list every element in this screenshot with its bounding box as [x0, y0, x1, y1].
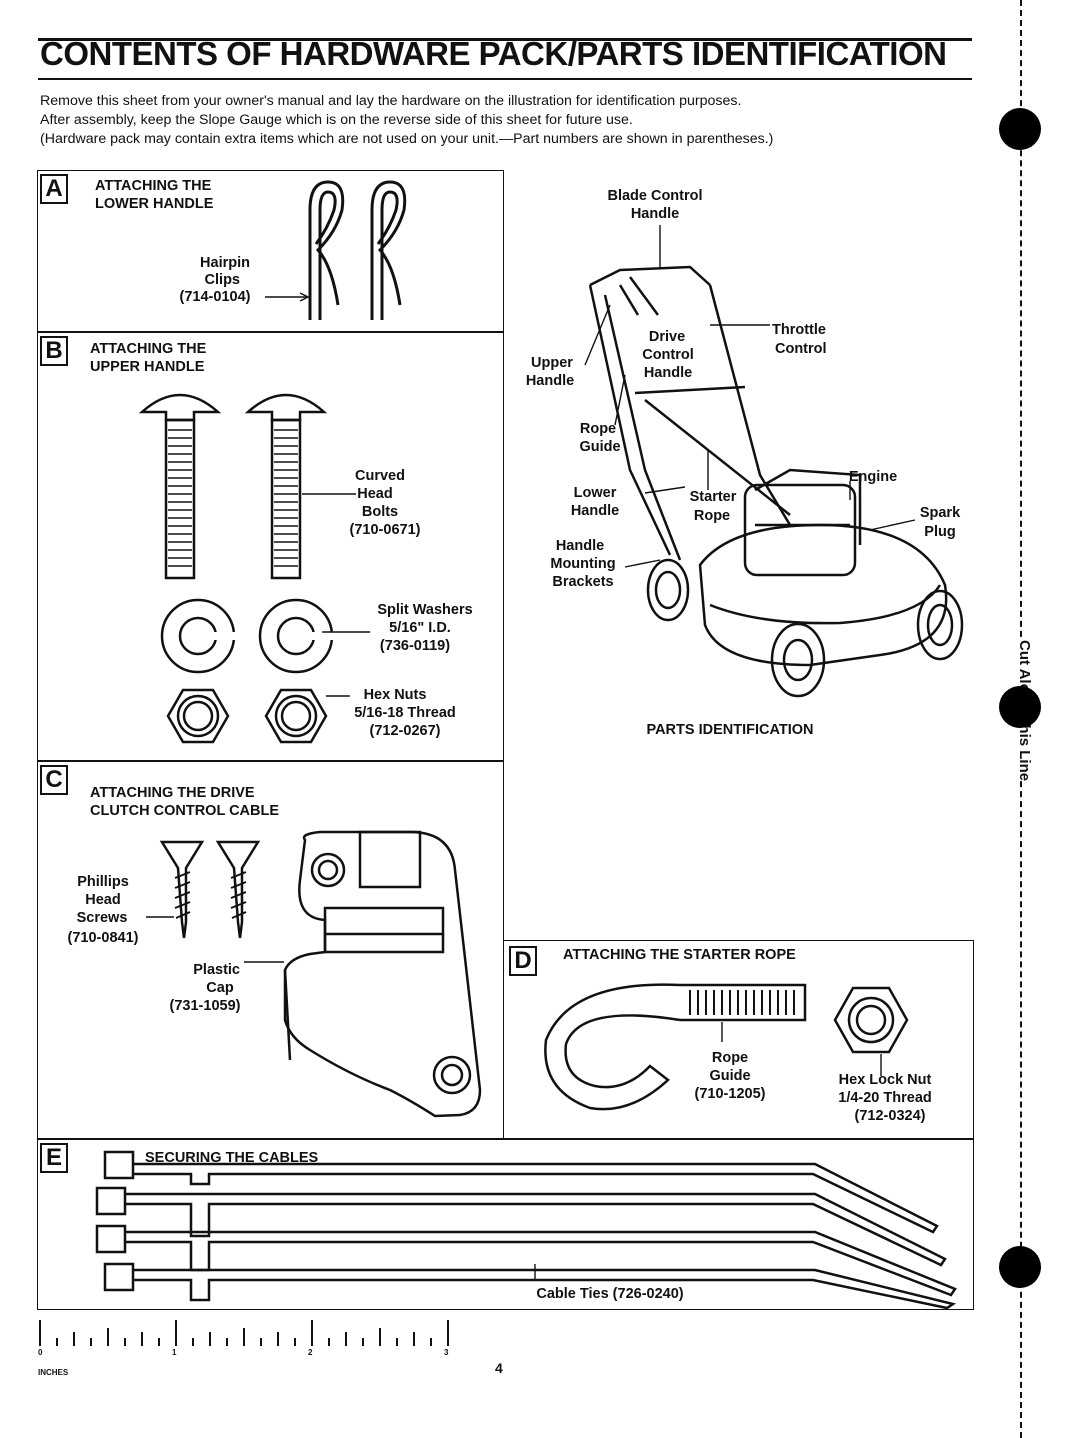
label-brackets-1: Handle — [555, 538, 605, 554]
page-title: CONTENTS OF HARDWARE PACK/PARTS IDENTIFI… — [40, 35, 947, 72]
hairpin-clips-illustration — [265, 180, 407, 320]
section-e-box — [37, 1138, 974, 1310]
label-lower-1: Lower — [573, 485, 617, 501]
intro-line-2: After assembly, keep the Slope Gauge whi… — [40, 112, 633, 128]
rope-guide-label-1: Rope — [711, 1050, 749, 1066]
label-brackets-2: Mounting — [550, 556, 616, 572]
section-a-title-1: ATTACHING THE — [95, 178, 212, 194]
cap-label-2: Cap — [206, 980, 234, 996]
ruler-mark-2: 2 — [308, 1348, 313, 1357]
section-e-letter: E — [40, 1143, 68, 1173]
section-b-title-1: ATTACHING THE — [90, 341, 207, 357]
section-a-box — [37, 170, 504, 333]
label-rope-guide-2: Guide — [579, 439, 621, 455]
screws-label-3: Screws — [76, 910, 128, 926]
cap-label-1: Plastic — [193, 962, 240, 978]
cable-ties-label: Cable Ties (726-0240) — [536, 1286, 684, 1302]
binder-hole-middle — [999, 686, 1041, 728]
section-c-title-2: CLUTCH CONTROL CABLE — [90, 803, 280, 819]
washers-label-2: 5/16" I.D. — [389, 620, 451, 636]
label-spark-2: Plug — [924, 524, 956, 540]
label-rope-guide-1: Rope — [579, 421, 617, 437]
page-number: 4 — [495, 1360, 503, 1376]
label-blade-control-2: Handle — [630, 206, 680, 222]
label-starter-1: Starter — [689, 489, 737, 505]
label-upper-1: Upper — [531, 355, 573, 371]
section-d-letter: D — [509, 946, 537, 976]
cap-part-number: (731-1059) — [169, 998, 241, 1014]
binder-hole-top — [999, 108, 1041, 150]
label-throttle-1: Throttle — [772, 322, 826, 338]
bolts-label-3: Bolts — [361, 504, 399, 520]
screws-label-1: Phillips — [77, 874, 129, 890]
screws-label-2: Head — [85, 892, 121, 908]
ruler-unit-label: INCHES — [38, 1368, 69, 1377]
label-brackets-3: Brackets — [552, 574, 614, 590]
label-starter-2: Rope — [693, 508, 731, 524]
washers-label-1: Split Washers — [377, 602, 473, 618]
section-b-title-2: UPPER HANDLE — [90, 359, 205, 375]
label-drive-1: Drive — [648, 329, 686, 345]
nuts-label-1: Hex Nuts — [363, 687, 427, 703]
cable-ties-illustration — [95, 1150, 957, 1310]
section-c-title-1: ATTACHING THE DRIVE — [90, 785, 255, 801]
washers-and-nuts-illustration — [160, 598, 370, 744]
label-upper-2: Handle — [525, 373, 575, 389]
ruler-mark-3: 3 — [444, 1348, 449, 1357]
hairpin-label-1: Hairpin — [200, 255, 250, 271]
section-d-box — [503, 940, 974, 1140]
section-b-letter: B — [40, 336, 68, 366]
label-blade-control-1: Blade Control — [607, 188, 703, 204]
header-rule-bottom — [38, 78, 972, 80]
lawn-mower-illustration — [584, 225, 964, 698]
label-spark-1: Spark — [919, 505, 961, 521]
ruler-mark-1: 1 — [172, 1348, 177, 1357]
ruler-mark-0: 0 — [38, 1348, 43, 1357]
lock-nut-label-1: Hex Lock Nut — [838, 1072, 932, 1088]
bolts-label-2: Head — [357, 486, 393, 502]
label-drive-3: Handle — [643, 365, 693, 381]
binder-hole-bottom — [999, 1246, 1041, 1288]
lock-nut-label-2: 1/4-20 Thread — [838, 1090, 932, 1106]
section-a-title-2: LOWER HANDLE — [95, 196, 214, 212]
section-d-title: ATTACHING THE STARTER ROPE — [563, 947, 796, 963]
section-a-letter: A — [40, 174, 68, 204]
washers-part-number: (736-0119) — [379, 638, 451, 654]
curved-head-bolts-illustration — [138, 393, 356, 580]
inch-ruler — [39, 1320, 449, 1346]
lock-nut-part-number: (712-0324) — [854, 1108, 926, 1124]
hairpin-part-number: (714-0104) — [179, 289, 251, 305]
header-rule-top — [38, 38, 972, 41]
phillips-screws-illustration — [146, 840, 261, 939]
hairpin-label-2: Clips — [204, 272, 240, 288]
section-e-title: SECURING THE CABLES — [145, 1150, 319, 1166]
label-drive-2: Control — [642, 347, 694, 363]
intro-line-3: (Hardware pack may contain extra items w… — [40, 131, 774, 147]
section-c-letter: C — [40, 765, 68, 795]
bolts-label-1: Curved — [355, 468, 405, 484]
intro-line-1: Remove this sheet from your owner's manu… — [40, 93, 742, 109]
label-throttle-2: Control — [775, 341, 827, 357]
screws-part-number: (710-0841) — [67, 930, 139, 946]
rope-guide-label-2: Guide — [709, 1068, 751, 1084]
nuts-part-number: (712-0267) — [369, 723, 441, 739]
plastic-cap-illustration — [244, 830, 482, 1118]
bolts-part-number: (710-0671) — [349, 522, 421, 538]
nuts-label-2: 5/16-18 Thread — [354, 705, 456, 721]
parts-identification-caption: PARTS IDENTIFICATION — [646, 722, 814, 738]
rope-guide-part-number: (710-1205) — [694, 1086, 766, 1102]
label-lower-2: Handle — [570, 503, 620, 519]
rope-guide-and-lock-nut-illustration — [544, 983, 909, 1111]
section-b-box — [37, 331, 504, 762]
